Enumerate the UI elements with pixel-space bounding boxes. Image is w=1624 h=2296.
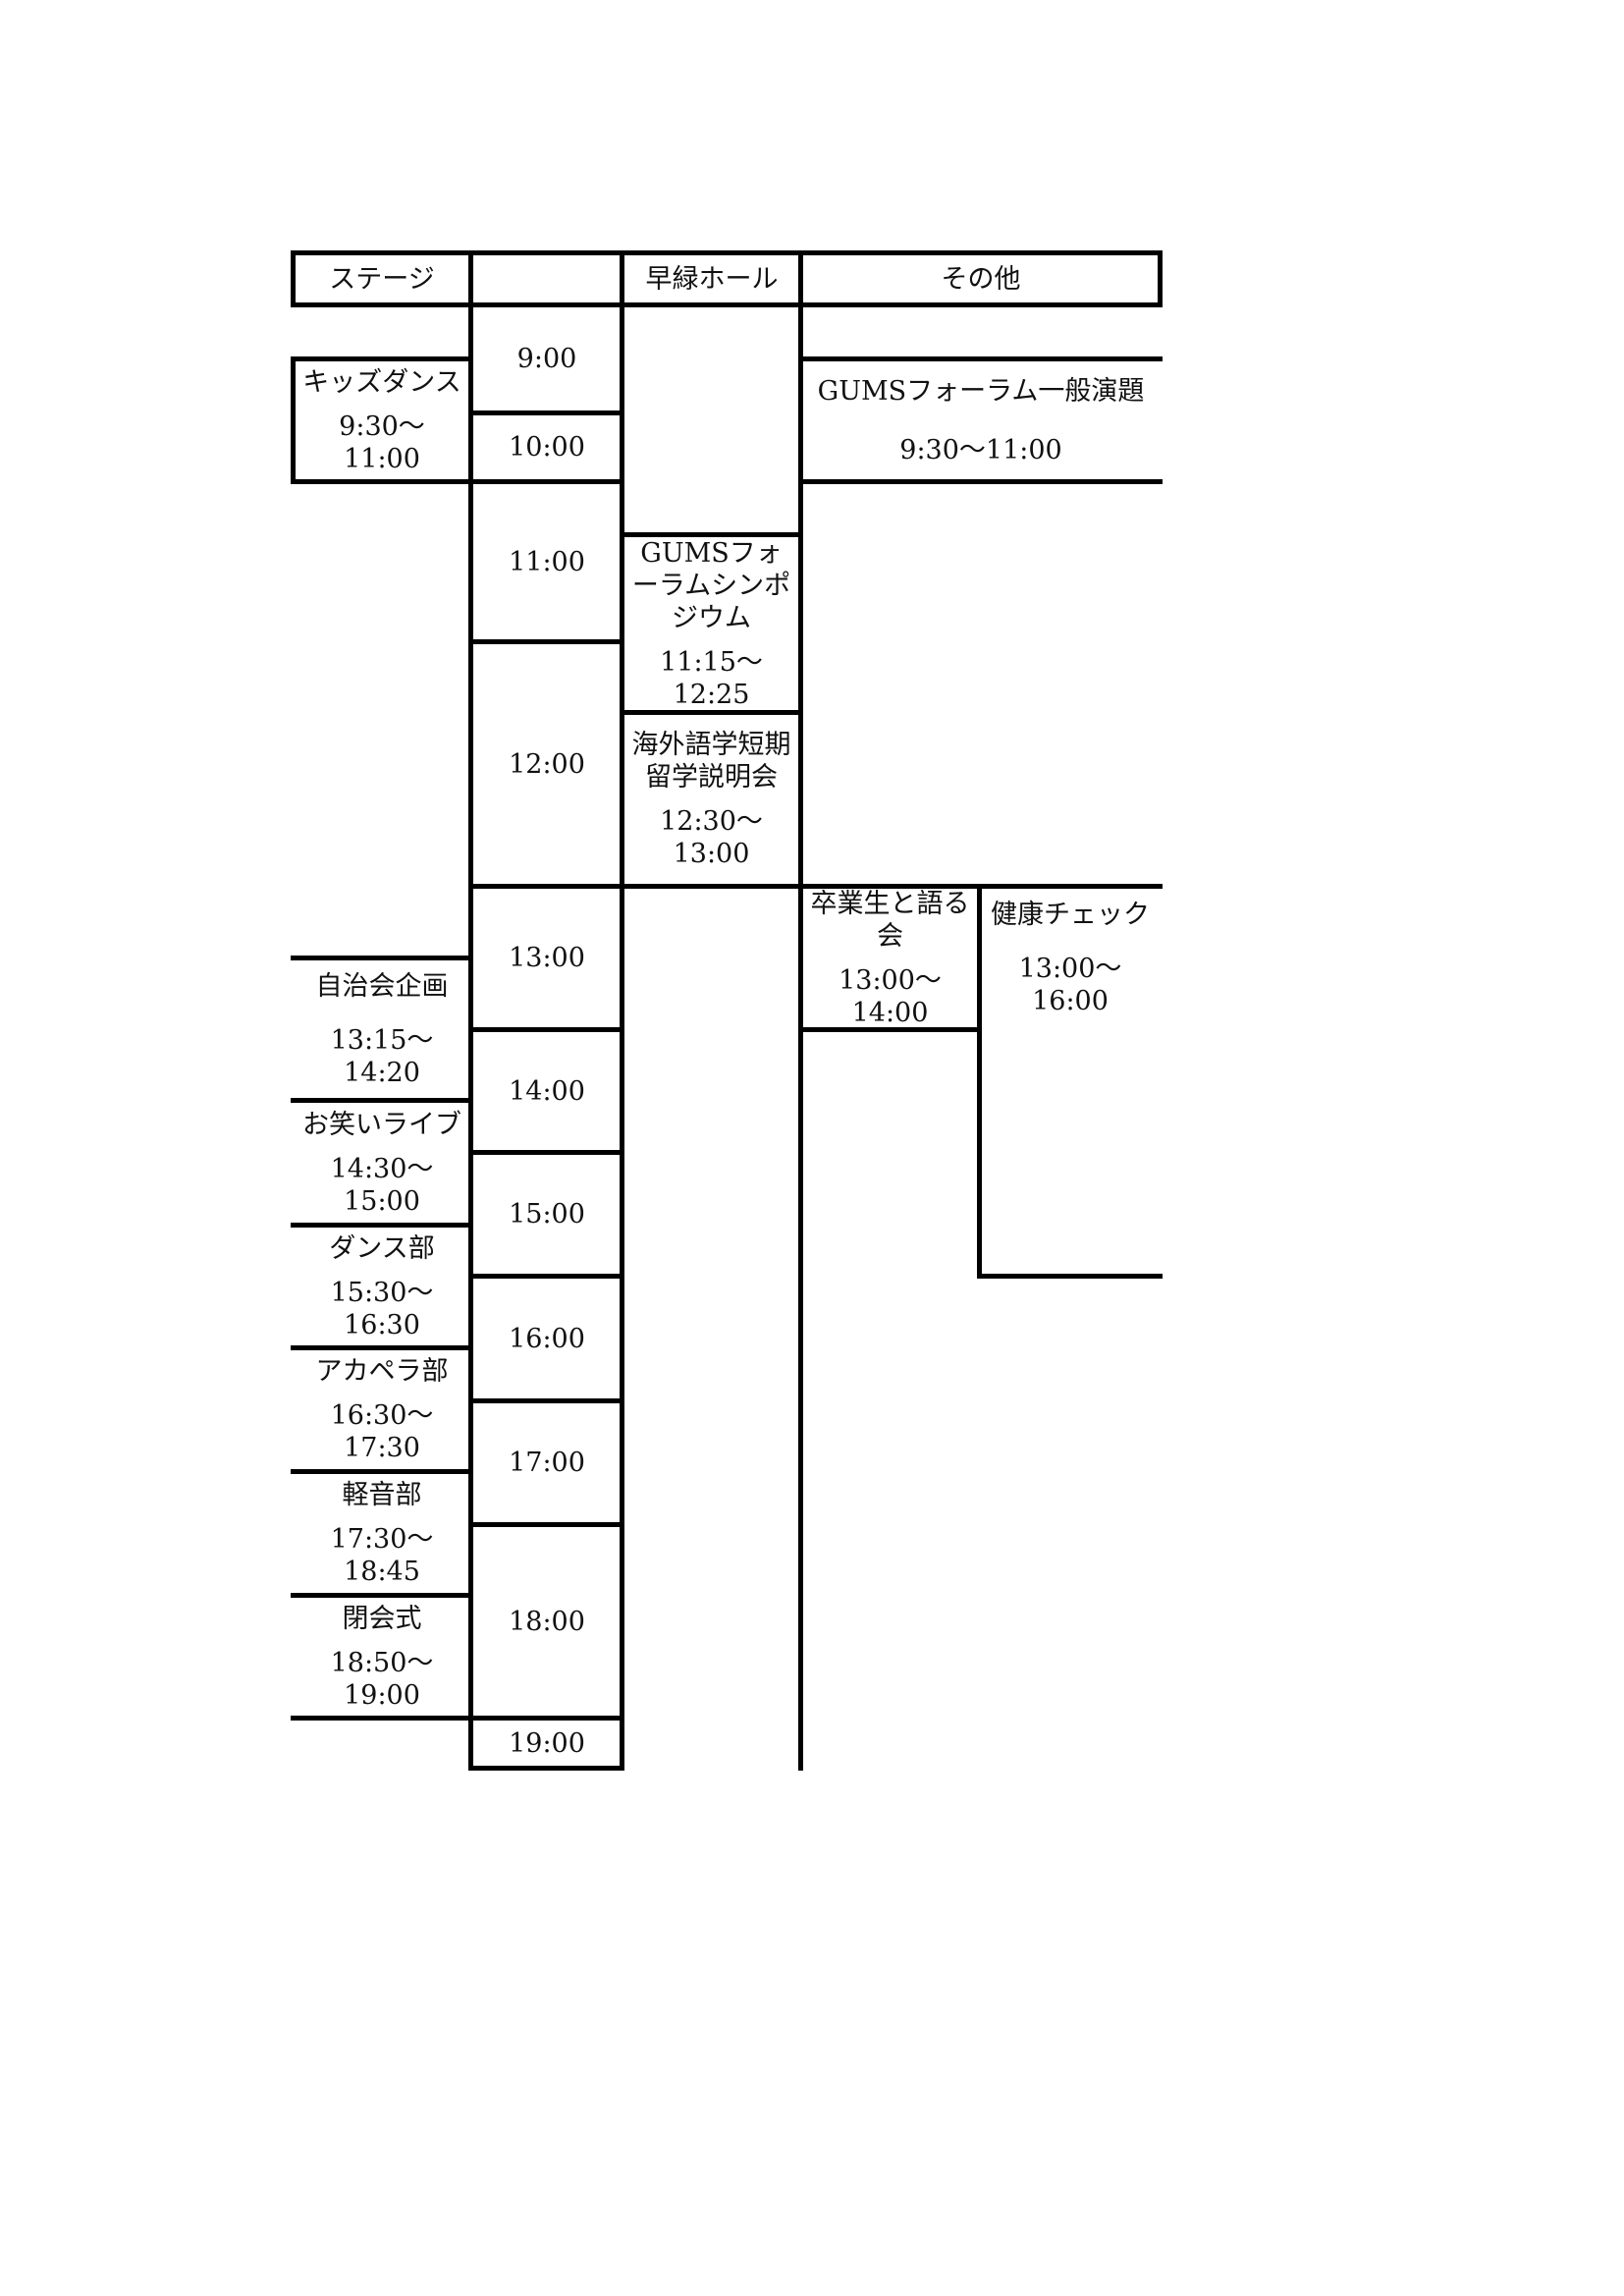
header-hall: 早緑ホール — [645, 263, 779, 295]
grid-line — [977, 884, 982, 1279]
grid-line — [469, 479, 624, 484]
event-name: アカペラ部 — [315, 1356, 449, 1387]
hall-event: GUMSフォーラムシンポジウム 11:15〜12:25 — [624, 537, 798, 710]
event-name: 健康チェック — [991, 900, 1150, 930]
grid-line — [291, 250, 296, 307]
grid-line — [469, 639, 624, 644]
grid-line — [291, 1345, 471, 1350]
time-label: 13:00 — [509, 943, 585, 973]
time-label: 10:00 — [509, 432, 585, 463]
event-time: 11:15〜12:25 — [660, 646, 763, 710]
stage-event: 自治会企画 13:15〜14:20 — [296, 960, 468, 1098]
event-time: 17:30〜18:45 — [330, 1524, 434, 1587]
grid-line — [291, 1223, 471, 1228]
stage-event: 閉会式 18:50〜19:00 — [296, 1598, 468, 1716]
time-label: 12:00 — [509, 748, 585, 780]
event-name: キッズダンス — [302, 366, 461, 398]
time-label: 16:00 — [509, 1323, 585, 1354]
event-time: 13:00〜14:00 — [839, 964, 942, 1028]
grid-line — [291, 1593, 471, 1598]
grid-line — [291, 356, 296, 484]
grid-line — [469, 1398, 624, 1403]
grid-line — [469, 1150, 624, 1155]
grid-line — [798, 250, 803, 1771]
event-time: 13:15〜14:20 — [330, 1024, 434, 1088]
grid-line — [469, 1027, 624, 1032]
event-name: 閉会式 — [342, 1603, 422, 1634]
grid-line — [469, 1716, 624, 1721]
other-event: 健康チェック 13:00〜16:00 — [982, 889, 1159, 1027]
event-name: GUMSフォーラム一般演題 — [817, 375, 1145, 407]
header-stage: ステージ — [329, 263, 435, 295]
grid-line — [468, 250, 473, 1771]
time-label: 17:00 — [509, 1448, 585, 1478]
grid-line — [620, 250, 624, 1771]
grid-line — [291, 1098, 471, 1103]
event-time: 13:00〜16:00 — [1018, 954, 1122, 1016]
other-event: 卒業生と語る会 13:00〜14:00 — [803, 888, 977, 1028]
time-label: 18:00 — [509, 1606, 585, 1637]
stage-event: 軽音部 17:30〜18:45 — [296, 1474, 468, 1593]
header-time — [473, 255, 621, 302]
event-name: 海外語学短期留学説明会 — [631, 730, 791, 793]
grid-line — [800, 356, 1163, 361]
hall-event: 海外語学短期留学説明会 12:30〜13:00 — [624, 715, 798, 884]
grid-line — [622, 710, 803, 715]
other-event: GUMSフォーラム一般演題 9:30〜11:00 — [803, 361, 1159, 479]
time-label: 19:00 — [509, 1727, 585, 1759]
event-name: GUMSフォーラムシンポジウム — [631, 537, 791, 633]
grid-line — [1158, 250, 1163, 307]
event-time: 16:30〜17:30 — [330, 1400, 434, 1463]
stage-event: キッズダンス 9:30〜 11:00 — [296, 361, 468, 479]
event-time: 14:30〜15:00 — [330, 1153, 434, 1217]
time-label: 14:00 — [509, 1075, 585, 1107]
time-label: 11:00 — [509, 546, 585, 577]
grid-line — [291, 356, 471, 361]
stage-event: ダンス部 15:30〜16:30 — [296, 1228, 468, 1345]
grid-line — [291, 302, 1163, 307]
grid-line — [291, 250, 1163, 255]
header-other: その他 — [941, 263, 1021, 295]
grid-line — [469, 1274, 624, 1279]
grid-line — [291, 956, 471, 960]
event-name: お笑いライブ — [302, 1109, 461, 1140]
grid-line — [469, 1766, 624, 1771]
event-time: 18:50〜19:00 — [330, 1647, 434, 1711]
stage-event: アカペラ部 16:30〜17:30 — [296, 1350, 468, 1469]
grid-line — [979, 1274, 1163, 1279]
time-label: 15:00 — [509, 1199, 585, 1230]
grid-line — [291, 479, 471, 484]
grid-line — [622, 532, 803, 537]
event-time: 9:30〜 11:00 — [339, 410, 425, 474]
event-name: 自治会企画 — [315, 970, 449, 1002]
grid-line — [800, 479, 1163, 484]
stage-event: お笑いライブ 14:30〜15:00 — [296, 1103, 468, 1223]
grid-line — [291, 1716, 471, 1721]
time-label: 9:00 — [516, 344, 577, 374]
grid-line — [469, 884, 1163, 889]
event-time: 9:30〜11:00 — [899, 434, 1062, 465]
grid-line — [469, 1522, 624, 1527]
event-name: 軽音部 — [342, 1480, 422, 1510]
grid-line — [291, 1469, 471, 1474]
grid-line — [469, 410, 624, 415]
event-time: 15:30〜16:30 — [330, 1277, 434, 1340]
event-time: 12:30〜13:00 — [660, 806, 763, 869]
event-name: 卒業生と語る会 — [810, 888, 970, 952]
grid-line — [800, 1027, 982, 1032]
event-name: ダンス部 — [329, 1232, 435, 1264]
